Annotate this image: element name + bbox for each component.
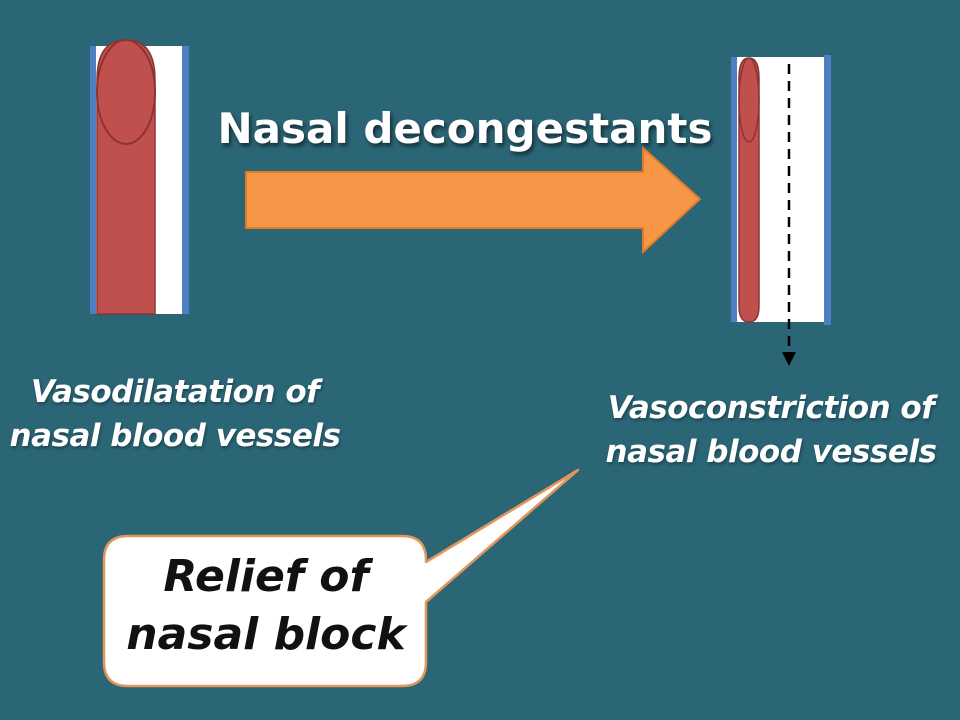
constricted-vessel	[731, 55, 831, 325]
vasoconstriction-label-line1: Vasoconstriction of	[607, 390, 935, 426]
dilated-vessel	[90, 39, 189, 315]
callout-bubble	[102, 468, 580, 688]
dilated-vessel-wall-left	[90, 46, 96, 314]
transition-arrow	[245, 145, 702, 255]
vasodilatation-label-line2: nasal blood vessels	[9, 418, 341, 454]
diagram-title: Nasal decongestants	[217, 104, 713, 153]
callout-text-line1: Relief of	[163, 551, 369, 602]
vasoconstriction-label-line2: nasal blood vessels	[605, 434, 937, 470]
constricted-vessel-wall-left	[731, 57, 737, 322]
constricted-vessel-wall-right	[824, 55, 831, 325]
dashed-arrow-head	[782, 352, 796, 366]
vasoconstriction-label: Vasoconstriction of nasal blood vessels	[590, 386, 952, 474]
constricted-vessel-blood-cap	[738, 57, 760, 143]
dilated-vessel-wall-right	[182, 46, 189, 314]
callout-text: Relief of nasal block	[104, 548, 428, 664]
vasodilatation-label-line1: Vasodilatation of	[30, 374, 320, 410]
callout-text-line2: nasal block	[126, 609, 406, 660]
vasodilatation-label: Vasodilatation of nasal blood vessels	[0, 370, 350, 458]
dilated-vessel-blood-cap	[96, 39, 156, 145]
